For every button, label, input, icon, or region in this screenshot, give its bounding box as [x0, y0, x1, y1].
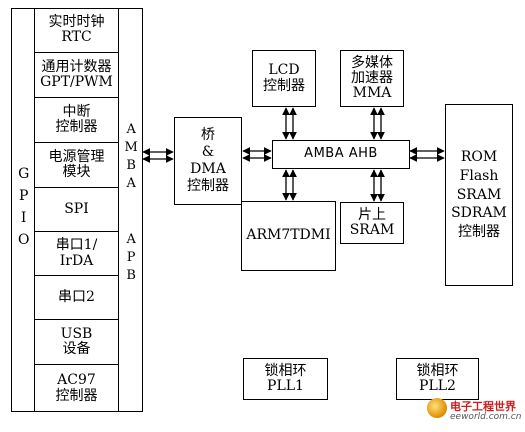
arrow-ahb-sram — [370, 169, 385, 202]
pll1: 锁相环 PLL1 — [243, 358, 328, 400]
arrow-apb-bridge — [142, 148, 174, 163]
apb-label-apb: APB — [123, 232, 139, 286]
apb-box — [118, 8, 143, 412]
peripheral-ac97-controller: AC97 控制器 — [55, 372, 98, 404]
arrow-lcd-ahb — [282, 107, 297, 140]
memory-controller: ROM Flash SRAM SDRAM 控制器 — [445, 104, 513, 286]
arm7tdmi-core: ARM7TDMI — [241, 201, 336, 271]
watermark-logo-icon — [427, 398, 447, 418]
amba-ahb-bus: AMBA AHB — [272, 140, 410, 169]
peripheral-gpt-pwm: 通用计数器 GPT/PWM — [34, 53, 119, 98]
peripheral-power-management: 电源管理 模块 — [34, 143, 119, 188]
multimedia-accelerator-mma: 多媒体 加速器 MMA — [340, 50, 404, 107]
bridge-dma-controller: 桥 & DMA 控制器 — [174, 117, 242, 205]
watermark-url: eeworld.com.cn — [450, 412, 522, 422]
arrow-ahb-memctrl — [409, 147, 445, 162]
apb-label-amba: AMBA — [123, 122, 139, 194]
peripheral-spi: SPI — [34, 188, 119, 232]
on-chip-sram: 片上 SRAM — [340, 202, 404, 244]
arrow-ahb-arm — [282, 169, 297, 201]
peripheral-uart1-irda: 串口1/ IrDA — [34, 232, 119, 276]
lcd-controller: LCD 控制器 — [252, 50, 316, 107]
watermark-cn: 电子工程世界 — [450, 400, 516, 413]
peripheral-uart2: 串口2 — [34, 276, 119, 320]
arrow-mma-ahb — [370, 107, 385, 140]
pll2: 锁相环 PLL2 — [396, 358, 479, 400]
peripheral-usb-device: USB 设备 — [34, 320, 119, 365]
peripheral-interrupt-controller: 中断 控制器 — [34, 98, 119, 143]
peripheral-rtc: 实时时钟 RTC — [34, 8, 119, 53]
gpio-label: GPIO — [15, 166, 32, 254]
arrow-bridge-ahb — [242, 147, 272, 162]
